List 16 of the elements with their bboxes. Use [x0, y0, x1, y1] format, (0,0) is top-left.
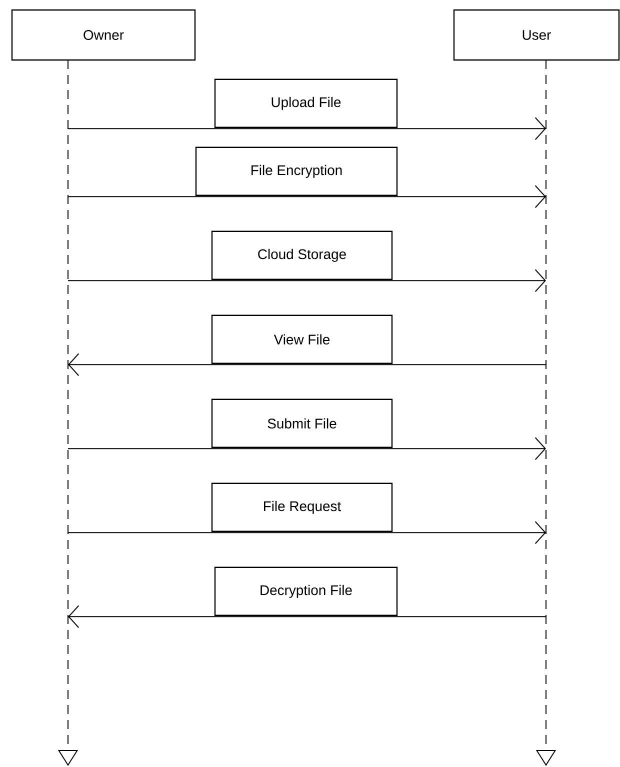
message-arrow [68, 437, 546, 460]
message-arrow [68, 605, 546, 628]
message-arrow [68, 521, 546, 544]
message-label: Cloud Storage [211, 230, 393, 280]
actor-box: Owner [11, 9, 196, 61]
message-label: File Encryption [195, 146, 398, 196]
message-label: File Request [211, 482, 393, 532]
message-label: Decryption File [214, 566, 398, 616]
message-label: View File [211, 314, 393, 364]
actor-box: User [453, 9, 620, 61]
message-arrow [68, 117, 546, 140]
message-label: Submit File [211, 398, 393, 448]
message-arrow [68, 185, 546, 208]
message-arrow [68, 353, 546, 376]
message-arrow [68, 269, 546, 292]
message-label: Upload File [214, 78, 398, 128]
